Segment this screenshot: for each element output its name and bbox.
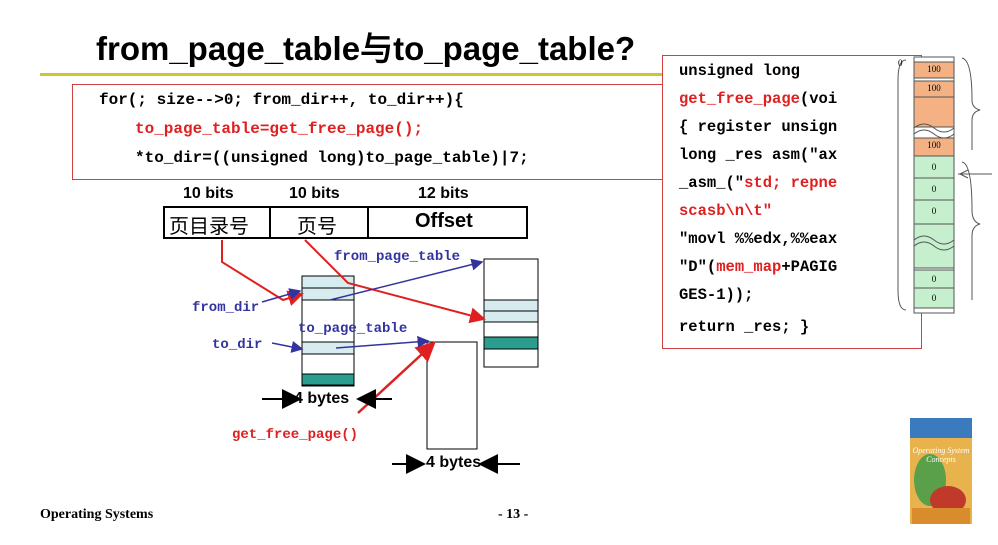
to-page-table-frame bbox=[427, 342, 477, 449]
mem-map-cell: 0 bbox=[914, 293, 954, 303]
mem-map-cell: 0 bbox=[914, 206, 954, 216]
mem-map-cell: 100 bbox=[914, 83, 954, 93]
footer-course: Operating Systems bbox=[40, 507, 153, 523]
mem-map-cell: 0 bbox=[914, 162, 954, 172]
label-4-bytes-page: 4 bytes bbox=[426, 454, 481, 472]
book-cover-image bbox=[910, 418, 972, 524]
footer-page-number: - 13 - bbox=[498, 507, 528, 523]
mem-map-cell: 100 bbox=[914, 140, 954, 150]
mem-map-cell: 0 bbox=[914, 184, 954, 194]
from-page-table-frame bbox=[484, 259, 538, 367]
label-get-free-page: get_free_page() bbox=[232, 427, 358, 443]
label-to-dir: to_dir bbox=[212, 337, 262, 353]
book-title: Operating System Concepts bbox=[912, 446, 970, 464]
label-from-dir: from_dir bbox=[192, 300, 259, 316]
mem-map-index-zero: 0 bbox=[898, 58, 903, 68]
label-from-page-table: from_page_table bbox=[334, 249, 460, 265]
label-4-bytes-dir: 4 bytes bbox=[294, 390, 349, 408]
mem-map-cell: 100 bbox=[914, 64, 954, 74]
label-to-page-table: to_page_table bbox=[298, 321, 407, 337]
mem-map-cell: 0 bbox=[914, 274, 954, 284]
